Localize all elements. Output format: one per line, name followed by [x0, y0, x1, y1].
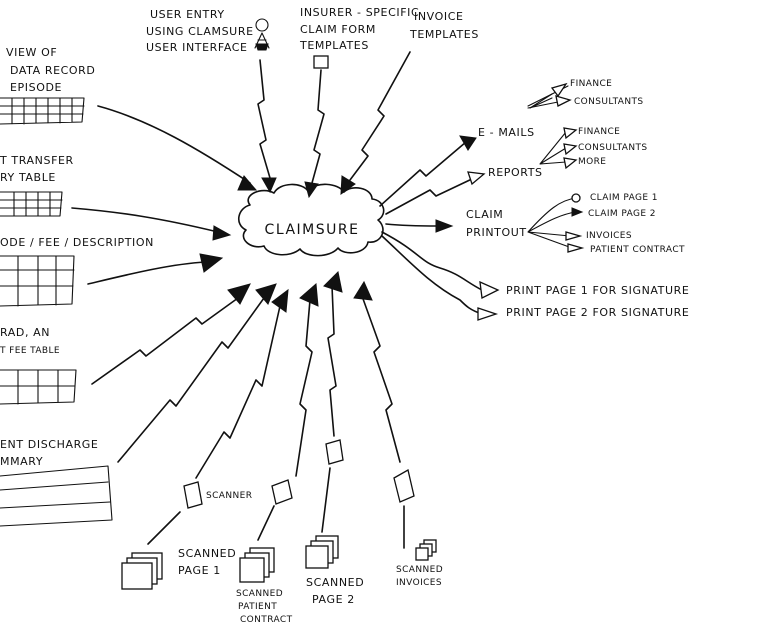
discharge-line-1: ENT DISCHARGE — [0, 438, 99, 451]
fee-table-input: RAD, AN T FEE TABLE — [0, 283, 251, 405]
claim-target-3: INVOICES — [586, 231, 632, 241]
reports-target-3: MORE — [578, 157, 606, 167]
data-record-line-2: DATA RECORD — [10, 64, 95, 77]
print-signature-outputs: PRINT PAGE 1 FOR SIGNATURE PRINT PAGE 2 … — [381, 231, 689, 321]
scanner-icon — [183, 481, 203, 509]
discharge-summary-input: ENT DISCHARGE MMARY — [0, 283, 277, 527]
claim-printout-line-2: PRINTOUT — [466, 226, 527, 239]
data-record-input: VIEW OF DATA RECORD EPISODE — [0, 46, 258, 191]
page2-scanner-icon — [325, 439, 344, 465]
template-doc-icon — [313, 55, 329, 69]
scanned-page1-line-1: SCANNED — [178, 547, 236, 560]
scanned-invoices-line-2: INVOICES — [396, 578, 442, 588]
scanned-invoices-stack-icon — [415, 539, 437, 561]
code-table-icon — [0, 255, 75, 307]
data-record-line-3: EPISODE — [10, 81, 62, 94]
user-entry-line-2: USING CLAMSURE — [146, 25, 254, 38]
discharge-line-2: MMARY — [0, 455, 43, 468]
user-figure-icon — [254, 18, 270, 51]
scanned-contract-stack-icon — [239, 547, 275, 583]
print-page2-label: PRINT PAGE 2 FOR SIGNATURE — [506, 306, 689, 319]
scanned-page2-line-1: SCANNED — [306, 576, 364, 589]
transfer-line-1: T TRANSFER — [0, 154, 74, 167]
scanned-contract-line-1: SCANNED — [236, 589, 283, 599]
code-table-input: ODE / FEE / DESCRIPTION — [0, 236, 224, 307]
reports-target-1: FINANCE — [578, 127, 620, 137]
reports-target-2: CONSULTANTS — [578, 143, 647, 153]
invoice-scanner-icon — [393, 469, 415, 503]
claimsure-hub: CLAIMSURE — [238, 183, 385, 257]
fee-table-icon — [0, 369, 77, 405]
fee-table-line-2: T FEE TABLE — [0, 346, 60, 356]
transfer-line-2: RY TABLE — [0, 171, 56, 184]
scanned-page1-line-2: PAGE 1 — [178, 564, 221, 577]
reports-label: REPORTS — [488, 166, 543, 179]
invoice-line-2: TEMPLATES — [409, 28, 479, 41]
invoice-templates-input: INVOICE TEMPLATES — [340, 10, 479, 196]
scanned-invoices-line-1: SCANNED — [396, 565, 443, 575]
insurer-line-3: TEMPLATES — [299, 39, 369, 52]
fee-table-line-1: RAD, AN — [0, 326, 50, 339]
emails-target-2: CONSULTANTS — [574, 97, 643, 107]
emails-output: E - MAILS FINANCE CONSULTANTS — [379, 79, 643, 207]
contract-scanner-icon — [271, 479, 293, 505]
insurer-line-1: INSURER - SPECIFIC — [300, 6, 419, 19]
discharge-summary-icon — [0, 465, 113, 527]
claim-printout-output: CLAIM PRINTOUT CLAIM PAGE 1 CLAIM PAGE 2… — [385, 193, 685, 255]
scanner-label: SCANNER — [206, 491, 252, 501]
scanned-contract-line-2: PATIENT — [238, 602, 277, 612]
scanner-page1-input: SCANNER SCANNED PAGE 1 — [121, 288, 289, 590]
data-record-line-1: VIEW OF — [6, 46, 57, 59]
claim-printout-line-1: CLAIM — [466, 208, 503, 221]
scanned-page2-line-2: PAGE 2 — [312, 593, 355, 606]
invoice-line-1: INVOICE — [414, 10, 464, 23]
claim-target-1: CLAIM PAGE 1 — [590, 193, 658, 203]
scanned-contract-line-3: CONTRACT — [240, 615, 293, 625]
user-entry-line-3: USER INTERFACE — [146, 41, 248, 54]
data-record-table-icon — [0, 97, 85, 125]
user-entry-line-1: USER ENTRY — [150, 8, 225, 21]
scanned-page2-stack-icon — [305, 535, 339, 569]
transfer-table-icon — [0, 191, 63, 217]
transfer-table-input: T TRANSFER RY TABLE — [0, 154, 232, 241]
hub-label: CLAIMSURE — [265, 222, 360, 238]
emails-label: E - MAILS — [478, 126, 535, 139]
scanned-page2-input: SCANNED PAGE 2 — [305, 270, 364, 606]
scanned-page1-stack-icon — [121, 552, 163, 590]
reports-output: REPORTS FINANCE CONSULTANTS MORE — [385, 127, 647, 215]
code-table-line-1: ODE / FEE / DESCRIPTION — [0, 236, 154, 249]
emails-target-1: FINANCE — [570, 79, 612, 89]
insurer-templates-input: INSURER - SPECIFIC CLAIM FORM TEMPLATES — [299, 6, 419, 199]
print-page1-label: PRINT PAGE 1 FOR SIGNATURE — [506, 284, 689, 297]
claim-target-2: CLAIM PAGE 2 — [588, 209, 656, 219]
user-entry-input: USER ENTRY USING CLAMSURE USER INTERFACE — [146, 8, 277, 194]
scanned-contract-input: SCANNED PATIENT CONTRACT — [236, 282, 319, 625]
claim-target-4: PATIENT CONTRACT — [590, 245, 685, 255]
insurer-line-2: CLAIM FORM — [300, 23, 376, 36]
scanned-invoices-input: SCANNED INVOICES — [353, 280, 443, 588]
